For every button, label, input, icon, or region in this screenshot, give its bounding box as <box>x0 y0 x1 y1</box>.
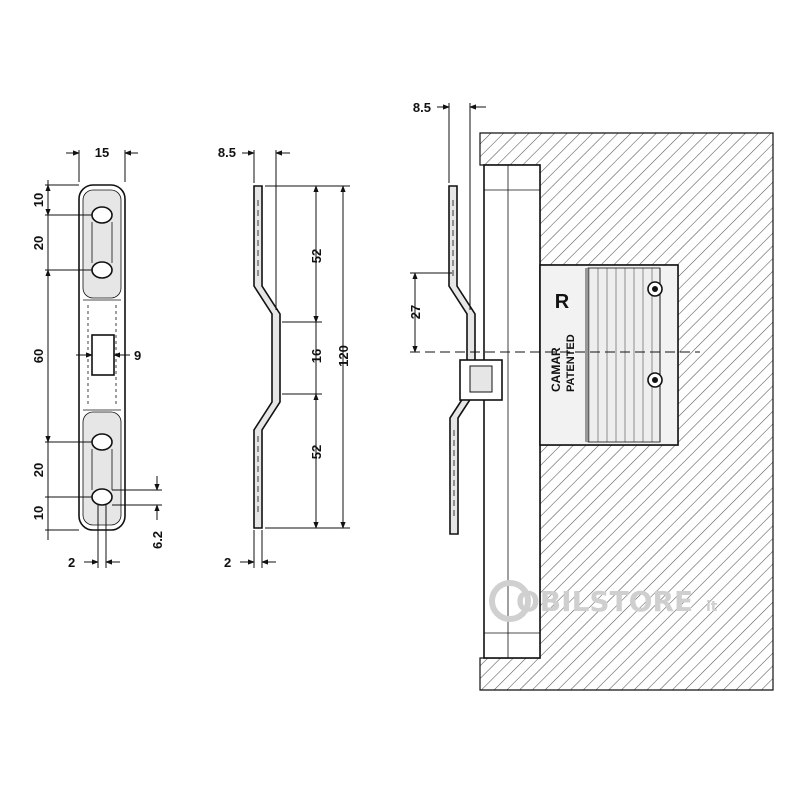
side-view: 8.5 52 16 52 120 2 <box>218 145 351 570</box>
dim-lower-length: 52 <box>309 445 324 459</box>
dim-thickness-front: 2 <box>68 555 75 570</box>
top-slot-hole-2 <box>91 261 113 279</box>
watermark-suffix: it <box>706 599 718 615</box>
dim-step-height: 27 <box>408 305 423 319</box>
dim-end-margin-top: 10 <box>31 193 46 207</box>
dim-total-length: 120 <box>336 345 351 367</box>
body-letter: R <box>555 291 570 313</box>
dim-upper-length: 52 <box>309 249 324 263</box>
watermark-logo <box>489 580 531 622</box>
top-slot-hole-1 <box>91 206 113 224</box>
hinge-ribs <box>587 267 661 443</box>
bottom-slot-hole-1 <box>91 433 113 451</box>
dim-installed-offset: 8.5 <box>413 100 431 115</box>
dim-width: 15 <box>95 145 109 160</box>
installed-bracket-profile <box>448 185 476 535</box>
dim-thickness-side: 2 <box>224 555 231 570</box>
dim-hole-offset: 6.2 <box>150 531 165 549</box>
side-plate-profile <box>253 185 281 529</box>
dim-slot-spacing-top: 20 <box>31 236 46 250</box>
dim-center-section: 60 <box>31 349 46 363</box>
brand-label: CAMAR <box>549 347 563 392</box>
dim-side-offset: 8.5 <box>218 145 236 160</box>
front-plate-shading-bottom <box>82 411 122 526</box>
dim-slot-spacing-bottom: 20 <box>31 463 46 477</box>
dim-end-margin-bottom: 10 <box>31 506 46 520</box>
watermark: OBILSTORE it <box>489 580 718 622</box>
bottom-slot-hole-2 <box>91 488 113 506</box>
dim-step-length: 16 <box>309 349 324 363</box>
central-slot <box>91 334 115 376</box>
front-view: 15 10 20 60 20 10 9 6.2 2 <box>31 145 165 570</box>
installed-view: R CAMAR PATENTED 8.5 27 <box>408 100 774 691</box>
watermark-text: OBILSTORE <box>516 585 693 618</box>
patent-label: PATENTED <box>565 334 577 392</box>
dim-slot-width: 9 <box>134 348 141 363</box>
